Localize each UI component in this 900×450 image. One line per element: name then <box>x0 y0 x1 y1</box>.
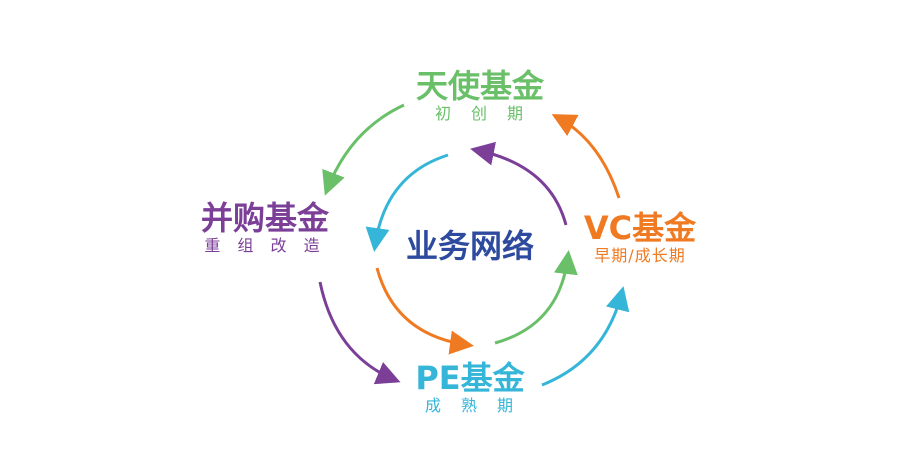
outer-arrow-ma-to-pe <box>318 281 401 385</box>
node-angel: 天使基金 初 创 期 <box>380 68 580 124</box>
node-angel-title: 天使基金 <box>415 67 544 105</box>
node-ma: 并购基金 重 组 改 造 <box>190 200 340 256</box>
node-ma-subtitle: 重 组 改 造 <box>204 236 326 255</box>
outer-arrow-vc-to-angel <box>551 114 621 199</box>
node-ma-title: 并购基金 <box>200 199 329 237</box>
inner-arrow-cyan <box>365 153 449 252</box>
inner-arrow-green <box>494 250 578 345</box>
node-pe-title: PE基金 <box>415 359 525 397</box>
outer-arrow-pe-to-vc <box>541 286 630 387</box>
center-title: 业务网络 <box>405 227 534 265</box>
inner-arrow-purple <box>470 141 568 226</box>
node-vc-subtitle: 早期/成长期 <box>594 246 686 265</box>
node-vc-title: VC基金 <box>583 209 697 247</box>
node-pe-subtitle: 成 熟 期 <box>424 396 515 415</box>
node-pe: PE基金 成 熟 期 <box>380 360 560 416</box>
inner-arrow-orange <box>375 267 474 355</box>
node-angel-subtitle: 初 创 期 <box>434 104 525 123</box>
outer-arrow-angel-to-ma <box>322 103 405 196</box>
node-vc: VC基金 早期/成长期 <box>570 210 710 266</box>
